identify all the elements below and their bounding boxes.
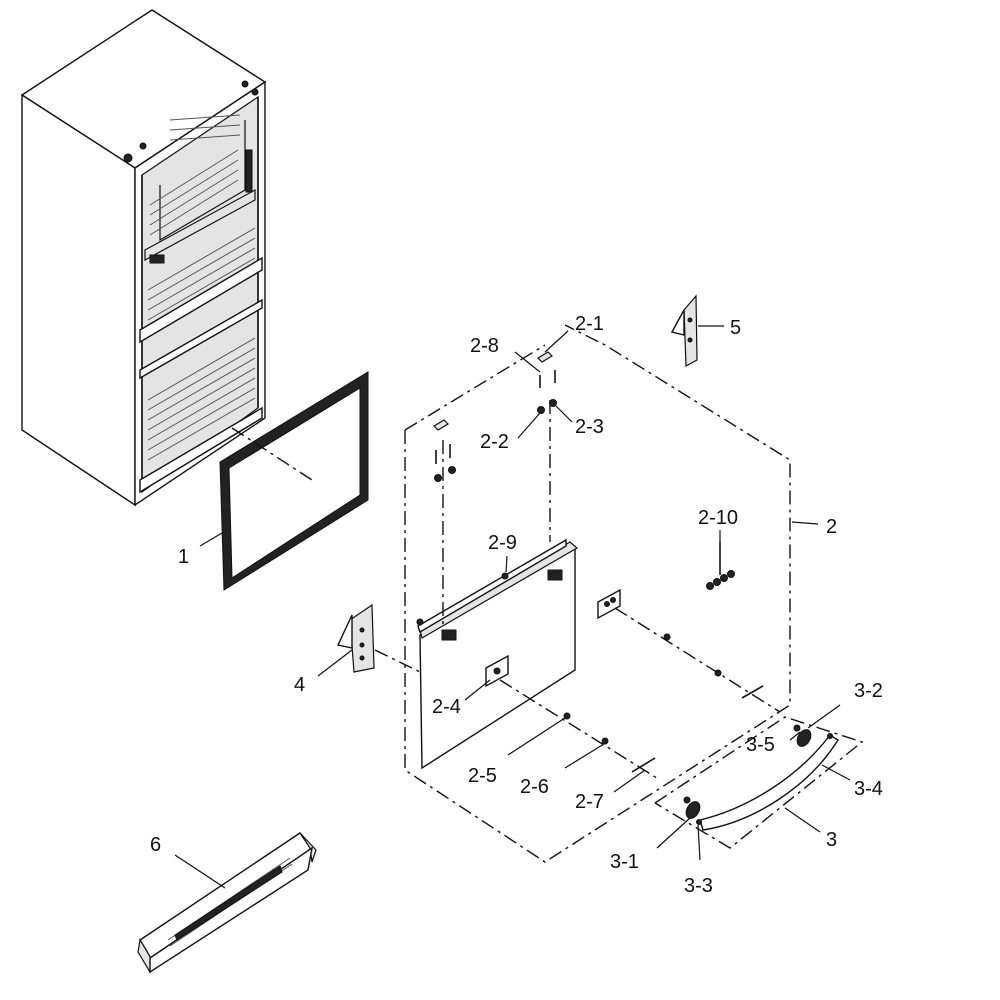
callout-labels: 1 2 2-1 2-2 2-3 2-4 2-5 2-6 2-7 2-8 2-9 … (150, 313, 883, 897)
label-1: 1 (178, 546, 189, 568)
label-2-7: 2-7 (575, 791, 604, 813)
drawer-assembly-outline (404, 324, 791, 863)
label-2-8: 2-8 (470, 335, 499, 357)
label-3-2: 3-2 (854, 680, 883, 702)
label-2-9: 2-9 (488, 532, 517, 554)
fasteners (416, 351, 764, 773)
label-3-3: 3-3 (684, 875, 713, 897)
label-2-6: 2-6 (520, 776, 549, 798)
right-hinge-bracket (670, 294, 698, 367)
label-2-3: 2-3 (575, 416, 604, 438)
label-3-5: 3-5 (746, 734, 775, 756)
left-hinge-bracket (336, 603, 375, 673)
label-4: 4 (294, 674, 305, 696)
drawer-front-panel (417, 538, 579, 770)
label-5: 5 (730, 317, 741, 339)
label-2-1: 2-1 (575, 313, 604, 335)
door-gasket (219, 371, 369, 591)
label-2-5: 2-5 (468, 765, 497, 787)
label-3: 3 (826, 829, 837, 851)
assembly-axis-lines (374, 400, 781, 781)
label-2-2: 2-2 (480, 431, 509, 453)
label-2-4: 2-4 (432, 696, 461, 718)
drawer-handle-assembly (654, 716, 864, 849)
label-3-1: 3-1 (610, 851, 639, 873)
label-3-4: 3-4 (854, 778, 883, 800)
rail-bracket (485, 588, 621, 688)
leader-lines (174, 325, 851, 889)
freezer-bin (137, 832, 317, 974)
label-2-10: 2-10 (698, 507, 738, 529)
label-6: 6 (150, 834, 161, 856)
refrigerator-cabinet (20, 9, 267, 507)
label-2: 2 (826, 516, 837, 538)
